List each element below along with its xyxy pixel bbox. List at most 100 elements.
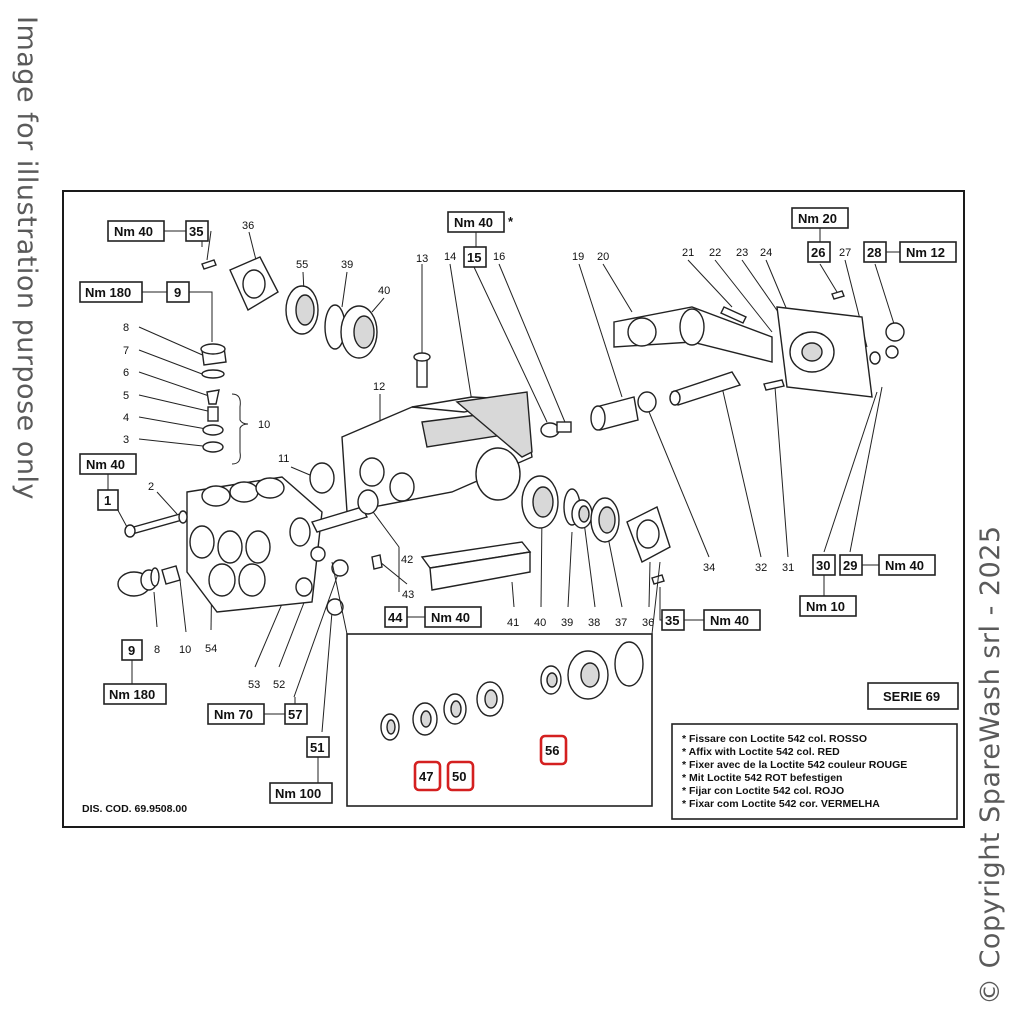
callout-13: 13 [416, 253, 428, 265]
oring-52-icon [295, 577, 313, 597]
svg-text:30: 30 [816, 558, 830, 573]
exploded-diagram-sheet: 36 55 39 40 13 14 16 19 20 21 22 23 24 2… [62, 190, 965, 828]
svg-text:Nm 40: Nm 40 [114, 224, 153, 239]
torque-box-44: 44 Nm 40 [384, 606, 482, 628]
callout-34: 34 [703, 562, 715, 574]
plug-28-icon [885, 322, 905, 359]
callout-20: 20 [597, 251, 609, 263]
svg-text:Nm 70: Nm 70 [214, 707, 253, 722]
spring-6-icon [207, 406, 219, 422]
callout-39: 39 [341, 259, 353, 271]
callout-27: 27 [839, 247, 851, 259]
callout-5: 5 [123, 390, 129, 402]
oring-45-icon [614, 641, 644, 687]
torque-box-51: 51 Nm 100 [269, 736, 333, 804]
piston-pin-32-icon [669, 371, 742, 406]
callout-40: 40 [378, 285, 390, 297]
svg-text:Nm 10: Nm 10 [806, 599, 845, 614]
callout-8b: 8 [154, 644, 160, 656]
callout-53: 53 [248, 679, 260, 691]
svg-text:9: 9 [174, 285, 181, 300]
pin-31-icon [763, 379, 785, 391]
note-it: * Fissare con Loctite 542 col. ROSSO [682, 733, 867, 745]
callout-3: 3 [123, 434, 129, 446]
callout-6: 6 [123, 367, 129, 379]
note-es: * Fijar con Loctite 542 col. ROJO [682, 785, 844, 797]
fitting-10b-icon [161, 565, 181, 585]
highlighted-callout-47: 47 [413, 760, 442, 792]
callout-40b: 40 [534, 617, 546, 629]
note-fr: * Fixer avec de la Loctite 542 couleur R… [682, 759, 907, 771]
note-en: * Affix with Loctite 542 col. RED [682, 746, 840, 758]
svg-text:44: 44 [388, 610, 403, 625]
bolt-1-icon [124, 513, 183, 538]
svg-text:9: 9 [128, 643, 135, 658]
plug-57-icon [331, 559, 349, 577]
svg-text:Nm 20: Nm 20 [798, 211, 837, 226]
callout-11: 11 [278, 453, 289, 465]
rear-cover-24-icon [776, 306, 873, 398]
torque-box-28: 28 Nm 12 [863, 241, 957, 263]
torque-box-35b: 35 Nm 40 [661, 609, 761, 631]
callout-24: 24 [760, 247, 772, 259]
svg-text:56: 56 [545, 743, 559, 758]
oil-seal-55-icon [285, 285, 319, 335]
svg-text:51: 51 [310, 740, 324, 755]
illustration-watermark: Image for illustration purpose only [11, 16, 42, 500]
callout-12: 12 [373, 381, 385, 393]
bush-19-icon [590, 396, 639, 431]
callout-8: 8 [123, 322, 129, 334]
plug-51-icon [326, 598, 344, 616]
svg-text:35: 35 [189, 224, 203, 239]
parts-drawing [117, 256, 905, 616]
plug-9-icon [200, 343, 227, 366]
callout-54: 54 [205, 643, 217, 655]
washer-2-icon [178, 510, 188, 524]
callout-39b: 39 [561, 617, 573, 629]
crankshaft-20-icon [613, 306, 773, 363]
pump-exploded-view: 36 55 39 40 13 14 16 19 20 21 22 23 24 2… [79, 207, 959, 820]
valve-5-icon [206, 389, 220, 405]
callout-labels: 36 55 39 40 13 14 16 19 20 21 22 23 24 2… [123, 220, 851, 783]
svg-text:15: 15 [467, 250, 481, 265]
svg-text:Nm 40: Nm 40 [86, 457, 125, 472]
svg-text:1: 1 [104, 493, 111, 508]
svg-text:35: 35 [665, 613, 679, 628]
manifold-54-icon [186, 476, 323, 613]
oring-53-icon [310, 546, 326, 562]
torque-box-57: Nm 70 57 [207, 703, 308, 725]
callout-42: 42 [401, 554, 413, 566]
seal-50-icon [443, 693, 467, 725]
seal-37-icon [590, 497, 620, 543]
highlighted-callout-50: 50 [446, 760, 475, 792]
svg-text:50: 50 [452, 769, 466, 784]
torque-box-9b: 9 Nm 180 [103, 639, 167, 705]
svg-text:28: 28 [867, 245, 881, 260]
callout-10b: 10 [179, 644, 191, 656]
seal-38-icon [571, 499, 593, 529]
torque-box-1: Nm 40 1 [79, 453, 137, 511]
svg-text:Nm 40: Nm 40 [431, 610, 470, 625]
seal-56-icon [540, 665, 562, 695]
seat-4-icon [202, 424, 224, 436]
svg-text:57: 57 [288, 707, 302, 722]
bearing-40-icon [340, 305, 378, 359]
svg-text:Nm 180: Nm 180 [109, 687, 155, 702]
cover-36b-icon [626, 506, 671, 563]
callout-32: 32 [755, 562, 767, 574]
note-pt: * Fixar com Loctite 542 cor. VERMELHA [682, 798, 880, 810]
seal-kit-inset: 47 50 56 [331, 561, 661, 807]
copyright-notice: © Copyright SpareWash srl - 2025 [975, 525, 1006, 1005]
torque-box-29: 29 Nm 40 [839, 554, 936, 576]
cover-plate-36-icon [229, 256, 279, 312]
oring-3-icon [202, 441, 224, 453]
svg-text:Nm 40: Nm 40 [710, 613, 749, 628]
callout-36b: 36 [642, 617, 654, 629]
callout-2: 2 [148, 481, 154, 493]
callout-7: 7 [123, 345, 129, 357]
svg-text:Nm 100: Nm 100 [275, 786, 321, 801]
svg-text:47: 47 [419, 769, 433, 784]
oring-8b-icon [150, 567, 160, 587]
bearing-40b-icon [521, 475, 559, 529]
seal-47-icon [412, 702, 438, 736]
